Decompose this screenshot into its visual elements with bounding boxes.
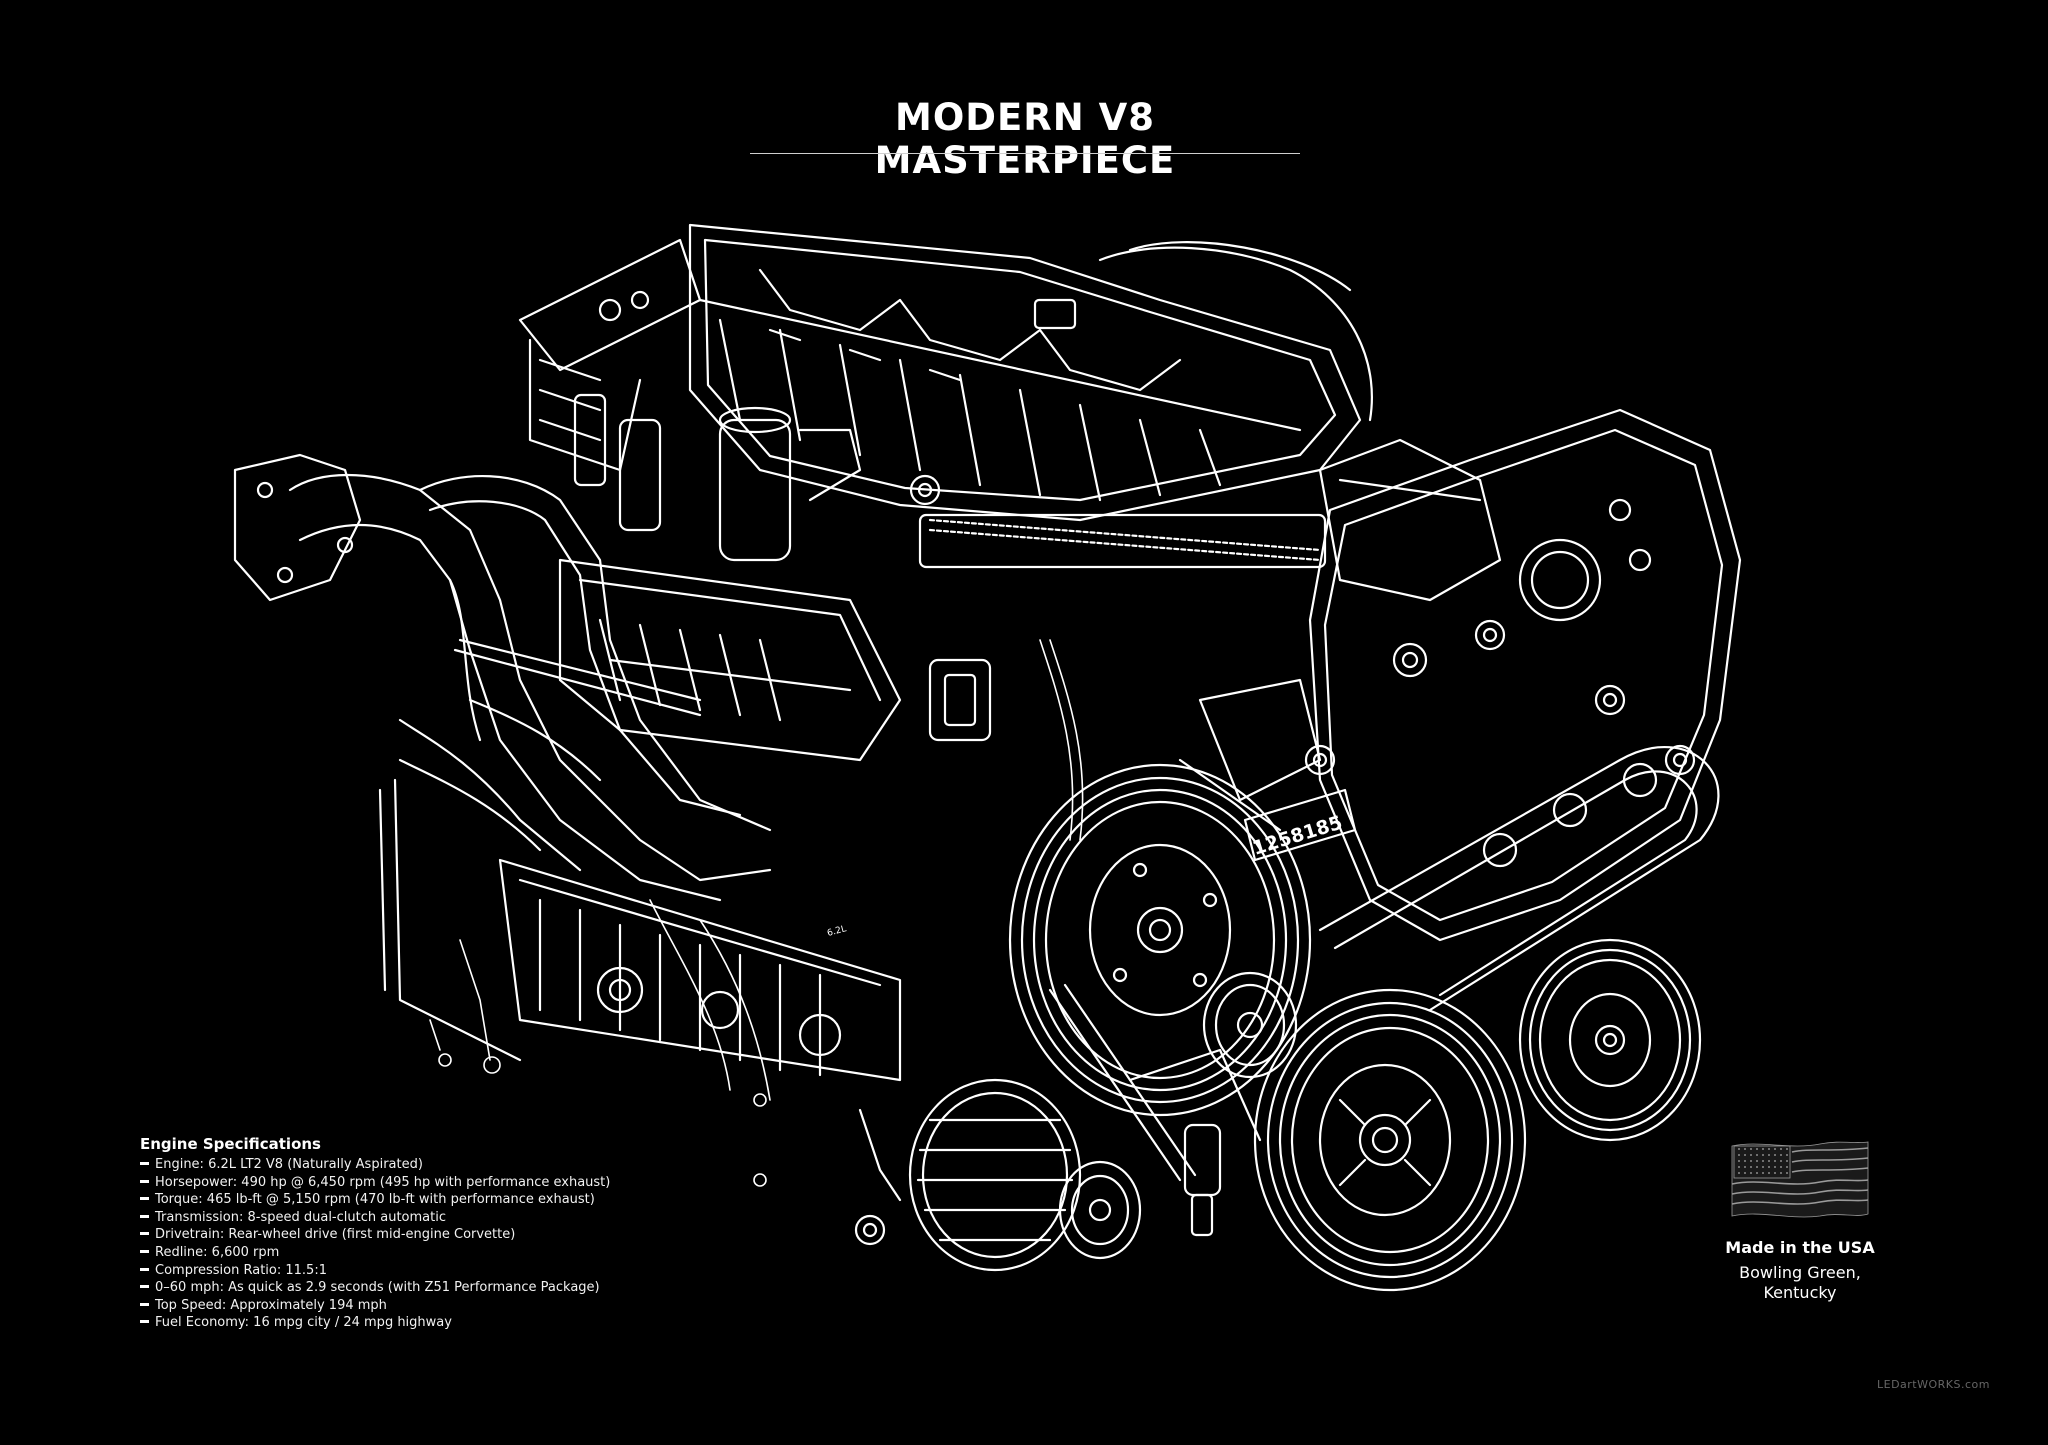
timing-cover [1308, 408, 1742, 942]
origin-city-line-2: Kentucky [1763, 1283, 1837, 1302]
spec-item: Transmission: 8-speed dual-clutch automa… [140, 1209, 840, 1227]
idler-pulley [1202, 971, 1298, 1079]
origin-heading: Made in the USA [1725, 1238, 1875, 1257]
engine-code-label [1243, 788, 1357, 862]
bullet-dash-icon [140, 1197, 149, 1201]
poster-title: MODERN V8 MASTERPIECE [874, 96, 1176, 182]
origin-city-line-1: Bowling Green, [1739, 1263, 1861, 1282]
spec-item: Fuel Economy: 16 mpg city / 24 mpg highw… [140, 1314, 840, 1332]
spec-item: Redline: 6,600 rpm [140, 1244, 840, 1262]
alternator [908, 1078, 1142, 1272]
bullet-dash-icon [140, 1249, 149, 1253]
spec-text: Transmission: 8-speed dual-clutch automa… [155, 1209, 446, 1225]
engine-block [498, 558, 992, 1246]
serpentine-belt [1048, 746, 1720, 1182]
brand-watermark: LEDartWORKS.com [1877, 1378, 1990, 1391]
spec-item: Engine: 6.2L LT2 V8 (Naturally Aspirated… [140, 1156, 840, 1174]
bullet-dash-icon [140, 1285, 149, 1289]
throttle-body [518, 238, 941, 562]
intake-manifold [688, 223, 1373, 569]
wiring-harness [429, 639, 1084, 1187]
spec-item: Drivetrain: Rear-wheel drive (first mid-… [140, 1226, 840, 1244]
spec-text: Top Speed: Approximately 194 mph [155, 1297, 387, 1313]
bullet-dash-icon [140, 1302, 149, 1306]
engine-specifications: Engine Specifications Engine: 6.2L LT2 V… [140, 1135, 840, 1332]
spec-text: Fuel Economy: 16 mpg city / 24 mpg highw… [155, 1315, 452, 1331]
sensor-right [1183, 1123, 1222, 1237]
water-pump-pulley [1253, 988, 1527, 1292]
spec-item: Horsepower: 490 hp @ 6,450 rpm (495 hp w… [140, 1174, 840, 1192]
exhaust-headers [233, 453, 772, 1062]
valve-cover-right [1178, 438, 1502, 832]
spec-text: 0–60 mph: As quick as 2.9 seconds (with … [155, 1280, 600, 1296]
spec-text: Engine: 6.2L LT2 V8 (Naturally Aspirated… [155, 1157, 423, 1172]
origin-block: Made in the USA Bowling Green, Kentucky [1690, 1140, 1910, 1303]
bullet-dash-icon [140, 1179, 149, 1183]
spec-item: Torque: 465 lb-ft @ 5,150 rpm (470 lb-ft… [140, 1191, 840, 1209]
engine-badge: 6.2L [826, 924, 847, 939]
specs-heading: Engine Specifications [140, 1135, 321, 1153]
ac-compressor-pulley [1518, 938, 1702, 1142]
bullet-dash-icon [140, 1232, 149, 1236]
bullet-dash-icon [140, 1267, 149, 1271]
spec-item: Compression Ratio: 11.5:1 [140, 1262, 840, 1280]
bullet-dash-icon [140, 1214, 149, 1218]
title-divider [750, 153, 1300, 154]
spec-text: Drivetrain: Rear-wheel drive (first mid-… [155, 1227, 516, 1243]
spec-text: Compression Ratio: 11.5:1 [155, 1262, 327, 1278]
us-flag-icon [1731, 1141, 1869, 1218]
crank-pulley [1008, 763, 1312, 1117]
bullet-dash-icon [140, 1320, 149, 1324]
spec-item: 0–60 mph: As quick as 2.9 seconds (with … [140, 1279, 840, 1297]
specs-list: Engine: 6.2L LT2 V8 (Naturally Aspirated… [140, 1156, 840, 1332]
bullet-dash-icon [140, 1162, 149, 1165]
origin-city: Bowling Green, Kentucky [1690, 1263, 1910, 1303]
spec-item: Top Speed: Approximately 194 mph [140, 1297, 840, 1315]
spec-text: Torque: 465 lb-ft @ 5,150 rpm (470 lb-ft… [155, 1192, 595, 1208]
spec-text: Horsepower: 490 hp @ 6,450 rpm (495 hp w… [155, 1174, 611, 1190]
spec-text: Redline: 6,600 rpm [155, 1244, 280, 1260]
